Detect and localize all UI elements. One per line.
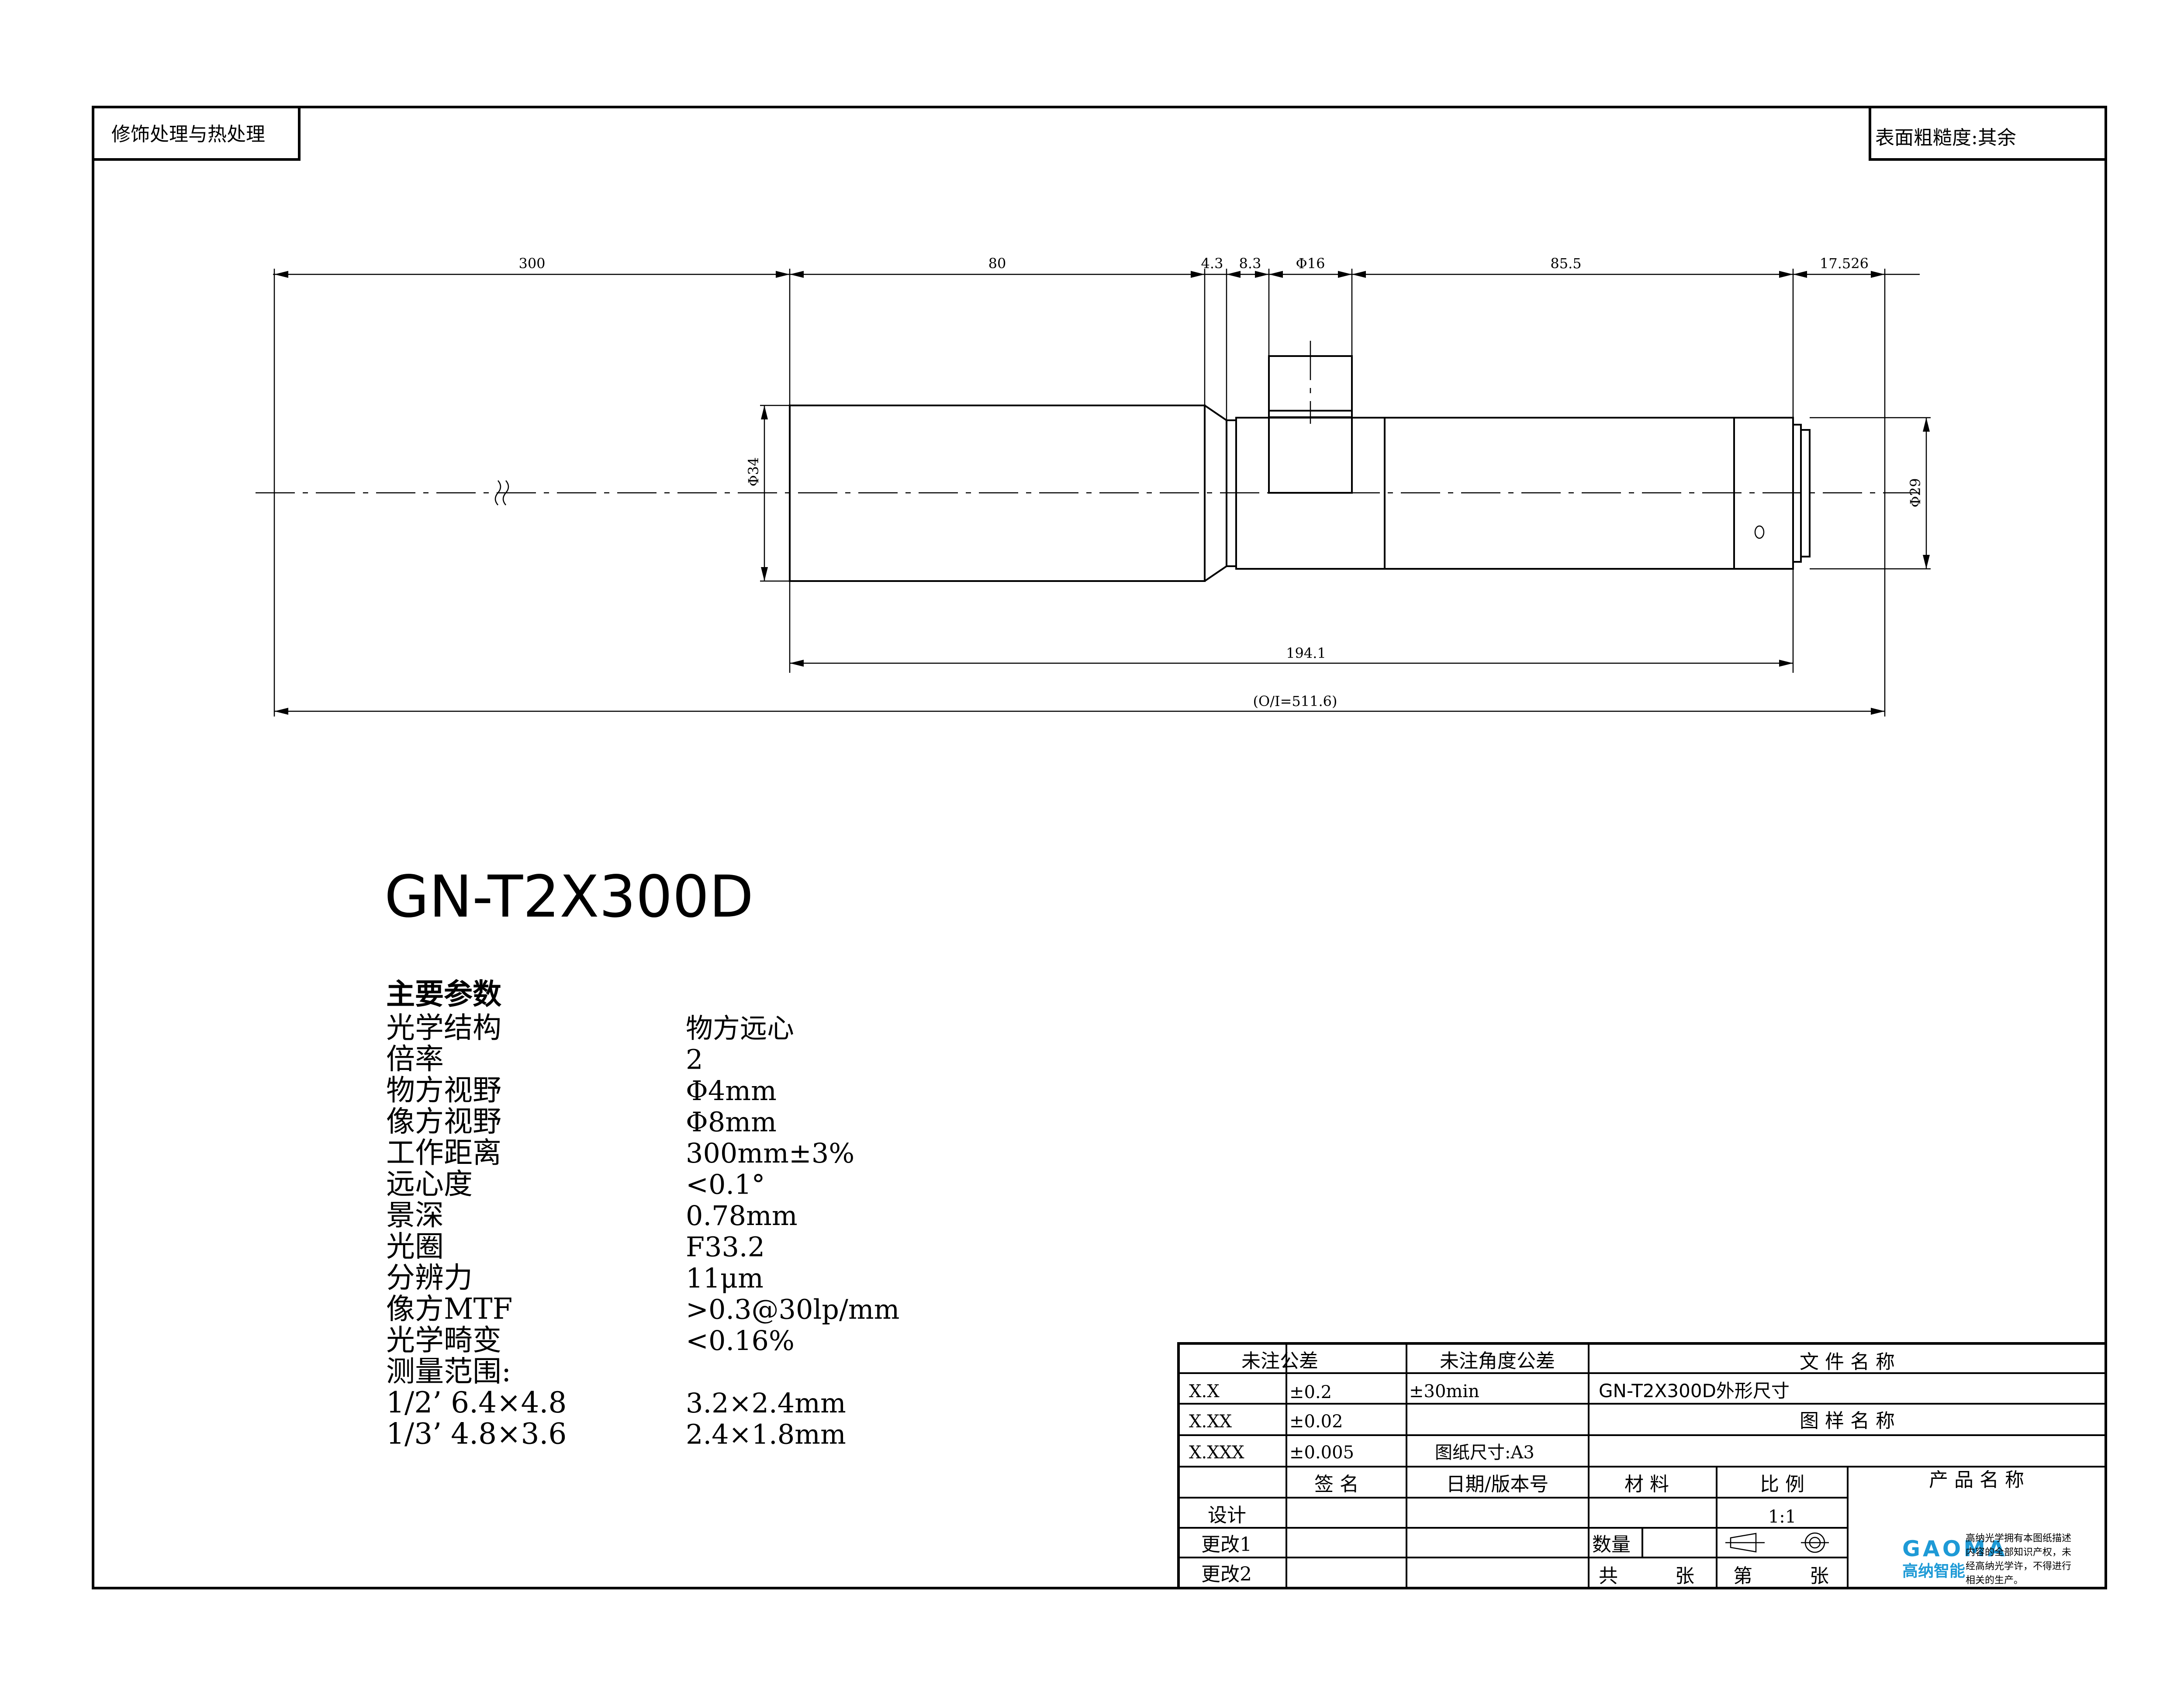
- param-value: 0.78mm: [686, 1200, 798, 1232]
- corner-box-right: 表面粗糙度:其余: [1869, 107, 2106, 161]
- set-screw: [1754, 525, 1765, 539]
- tb-angle-value: ±30min: [1409, 1381, 1479, 1402]
- tb-xxxx-label: X.XXX: [1189, 1443, 1244, 1463]
- tb-scale-header: 比 例: [1760, 1473, 1804, 1495]
- tb-xxx-value: ±0.02: [1289, 1412, 1343, 1432]
- param-label: 1/2’ 6.4×4.8: [386, 1386, 567, 1419]
- param-label: 远心度: [386, 1167, 473, 1201]
- tb-sign-header: 签 名: [1314, 1473, 1359, 1495]
- notice-line-2: 内容的全部知识产权，未: [1966, 1547, 2071, 1558]
- tb-file-name-header: 文 件 名 称: [1800, 1351, 1895, 1373]
- notice-line-1: 高纳光学拥有本图纸描述: [1966, 1533, 2071, 1544]
- tb-xxxx-value: ±0.005: [1289, 1443, 1354, 1463]
- tb-page-no: 第: [1733, 1565, 1752, 1587]
- tb-change1: 更改1: [1201, 1533, 1252, 1556]
- dim-194-1: 194.1: [1286, 645, 1326, 661]
- param-value: 300mm±3%: [686, 1137, 854, 1169]
- param-label: 测量范围:: [386, 1355, 511, 1388]
- param-value: >0.3@30lp/mm: [686, 1294, 899, 1326]
- dim-phi34: Φ34: [745, 457, 762, 487]
- param-label: 光学结构: [386, 1011, 501, 1045]
- param-value: 3.2×2.4mm: [686, 1387, 846, 1419]
- dim-80: 80: [988, 255, 1006, 272]
- tb-design: 设计: [1208, 1504, 1246, 1526]
- tb-material-header: 材 料: [1624, 1473, 1669, 1495]
- param-value: Φ4mm: [686, 1075, 777, 1107]
- dimensions: 300 80 4.3 8.3 Φ16 85.5 17.526 Φ34 Φ29 1…: [273, 255, 1931, 716]
- param-value: 物方远心: [686, 1012, 794, 1044]
- mount-flange: [1800, 429, 1811, 557]
- notice-line-4: 相关的生产。: [1966, 1575, 2023, 1586]
- param-label: 景深: [386, 1198, 444, 1232]
- tb-sheet: 张: [1675, 1565, 1694, 1587]
- param-label: 像方MTF: [386, 1292, 512, 1326]
- dim-17-526: 17.526: [1820, 255, 1869, 272]
- param-value: <0.1°: [686, 1169, 765, 1201]
- tb-tol-header: 未注公差: [1241, 1350, 1318, 1372]
- dim-8-3: 8.3: [1239, 255, 1261, 272]
- param-value: Φ8mm: [686, 1106, 777, 1138]
- dim-300: 300: [518, 255, 545, 272]
- param-value: 11μm: [686, 1262, 764, 1294]
- param-value: 2.4×1.8mm: [686, 1419, 846, 1450]
- param-label: 1/3’ 4.8×3.6: [386, 1417, 567, 1451]
- param-label: 光学畸变: [386, 1323, 501, 1357]
- dim-total: (O/I=511.6): [1253, 693, 1337, 710]
- dim-phi16: Φ16: [1296, 255, 1325, 272]
- tb-angle-header: 未注角度公差: [1440, 1350, 1555, 1372]
- tb-total: 共: [1599, 1565, 1618, 1587]
- tb-xx-value: ±0.2: [1289, 1382, 1332, 1402]
- logo-cn: 高纳智能: [1902, 1562, 1965, 1580]
- tb-quantity: 数量: [1592, 1533, 1631, 1556]
- break-symbol: [494, 480, 501, 505]
- corner-left-text: 修饰处理与热处理: [111, 123, 265, 145]
- tb-product-name-header: 产 品 名 称: [1929, 1469, 2024, 1491]
- param-value: F33.2: [686, 1231, 765, 1263]
- dim-4-3: 4.3: [1201, 255, 1223, 272]
- drawing-frame: [92, 106, 2107, 1589]
- company-logo: GAOMA 高纳智能: [1902, 1536, 2008, 1580]
- tb-drawing-name-header: 图 样 名 称: [1800, 1410, 1895, 1432]
- tb-paper-size: 图纸尺寸:A3: [1435, 1443, 1534, 1463]
- model-name: GN-T2X300D: [384, 863, 753, 931]
- param-label: 像方视野: [386, 1105, 501, 1139]
- param-label: 光圈: [386, 1230, 444, 1263]
- tb-sheet2: 张: [1810, 1565, 1829, 1587]
- tb-date-header: 日期/版本号: [1446, 1473, 1549, 1495]
- param-label: 分辨力: [386, 1261, 473, 1294]
- corner-right-text: 表面粗糙度:其余: [1875, 127, 2016, 149]
- tb-scale-value: 1:1: [1768, 1507, 1796, 1527]
- param-label: 物方视野: [386, 1073, 501, 1107]
- tb-xx-label: X.X: [1189, 1381, 1220, 1402]
- param-value: 2: [686, 1044, 703, 1076]
- front-barrel: [789, 405, 1206, 582]
- tb-file-name: GN-T2X300D外形尺寸: [1599, 1380, 1790, 1402]
- tb-change2: 更改2: [1201, 1563, 1252, 1585]
- param-value: <0.16%: [686, 1325, 795, 1357]
- tb-xxx-label: X.XX: [1189, 1412, 1232, 1432]
- notice-line-3: 经高纳光学许，不得进行: [1966, 1561, 2071, 1572]
- dim-85-5: 85.5: [1550, 255, 1581, 272]
- projection-symbol-icon: [1725, 1532, 1829, 1553]
- params-heading: 主要参数: [386, 977, 501, 1011]
- param-label: 工作距离: [386, 1136, 501, 1170]
- param-label: 倍率: [386, 1042, 444, 1076]
- lens-profile: [256, 341, 1920, 582]
- corner-box-left: 修饰处理与热处理: [93, 107, 301, 161]
- logo-text: GAOMA: [1902, 1536, 2008, 1561]
- title-block: 未注公差 未注角度公差 文 件 名 称 X.X ±0.2 ±30min GN-T…: [1177, 1342, 2107, 1589]
- dim-phi29: Φ29: [1907, 478, 1924, 508]
